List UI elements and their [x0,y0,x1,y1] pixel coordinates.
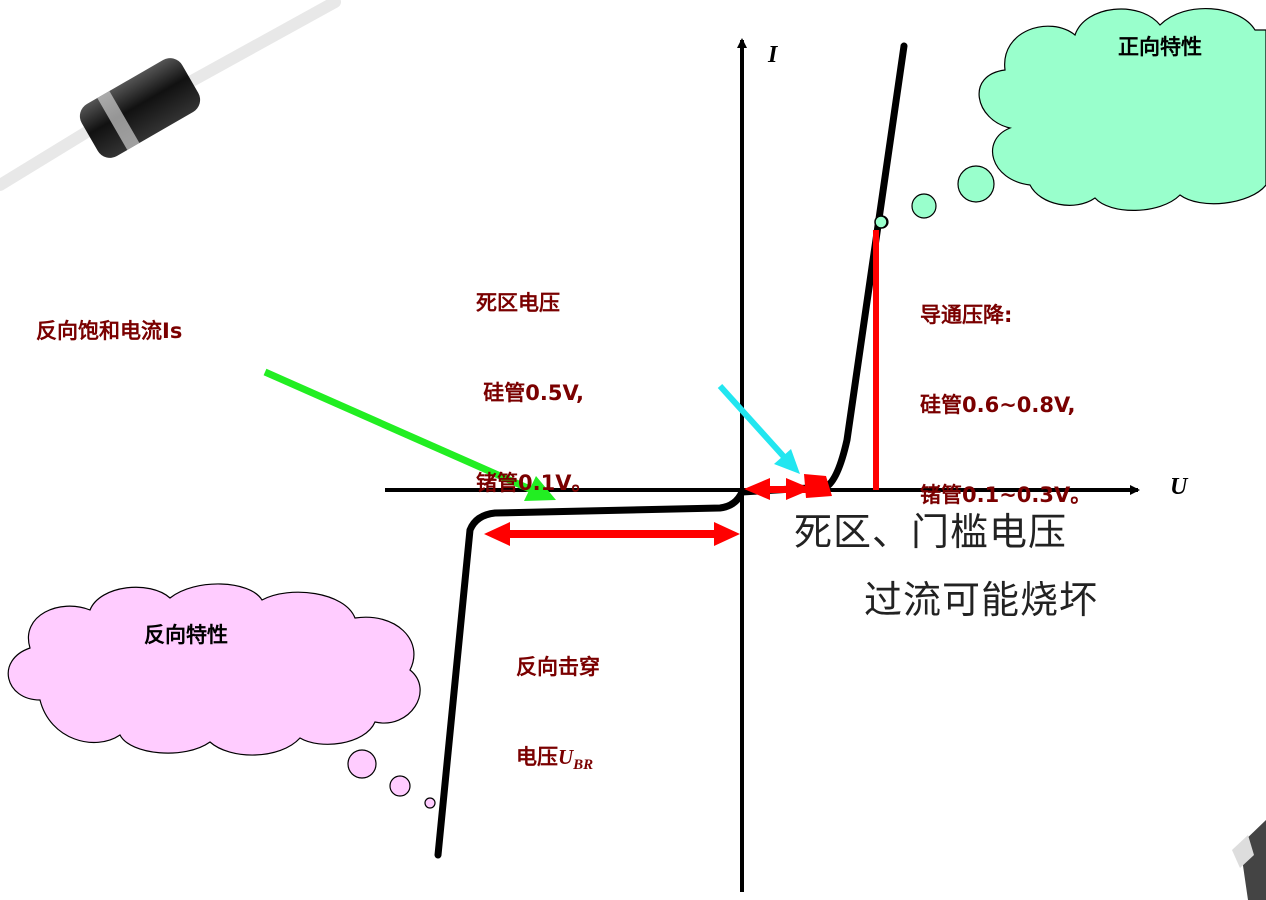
iv-curve [434,42,908,859]
reverse-cloud [7,583,436,809]
saturation-arrow [263,368,556,501]
threshold-voltage-text: 死区、门槛电压 [794,510,1068,554]
x-axis-label: U [1170,474,1188,500]
breakdown-arrow [484,522,740,546]
overcurrent-text: 过流可能烧坏 [864,578,1099,622]
forward-cloud [875,7,1266,229]
conduction-point [874,215,888,229]
breakdown-symbol: UBR [558,745,594,773]
diode-component-image [0,0,341,191]
reverse-saturation-label: 反向饱和电流Is [36,319,183,343]
dead-zone-arrow [744,474,832,500]
conduction-drop-label: 导通压降: 硅管0.6~0.8V, 锗管0.1~0.3V。 [920,303,1092,507]
threshold-arrow [717,383,800,474]
dead-zone-voltage-label: 死区电压 硅管0.5V, 锗管0.1V。 [476,291,593,495]
forward-characteristic-label: 正向特性 [1118,35,1202,59]
y-axis-label: I [768,42,778,68]
breakdown-voltage-label: 反向击穿 电压UBR [516,655,600,773]
reverse-characteristic-label: 反向特性 [144,623,228,647]
component-corner-image [1232,820,1266,900]
